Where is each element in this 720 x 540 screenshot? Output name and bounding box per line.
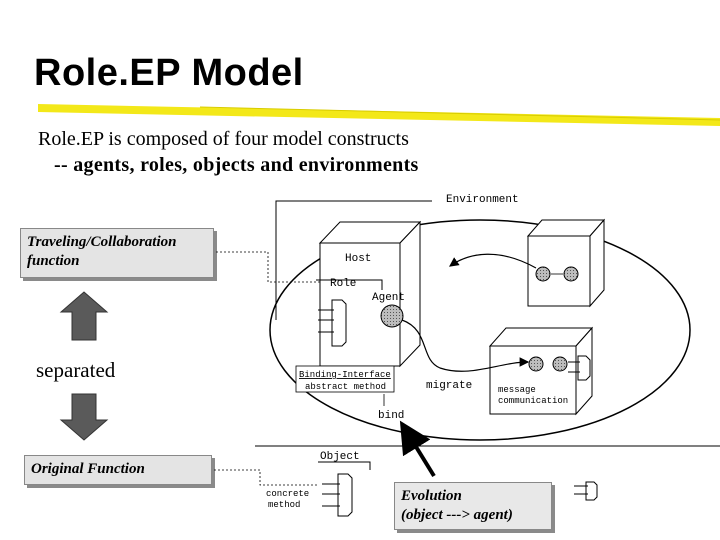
collaboration-arrow <box>449 253 537 269</box>
abstract-method-label: abstract method <box>305 382 386 392</box>
traveling-function-box: Traveling/Collaboration function <box>20 228 214 278</box>
host-label: Host <box>345 253 371 265</box>
bind-label: bind <box>378 410 404 422</box>
object-component-icon <box>322 473 353 517</box>
evolution-box-line-1: Evolution <box>401 488 462 504</box>
agent-sphere-remote-1 <box>535 266 551 282</box>
environment-label: Environment <box>446 194 519 206</box>
method-label: method <box>268 500 300 510</box>
object-bracket <box>318 461 371 470</box>
agent-sphere-main <box>380 304 404 328</box>
original-function-box: Original Function <box>24 455 212 485</box>
concrete-label: concrete <box>266 489 309 499</box>
environment-pointer-line <box>275 200 432 320</box>
original-connector <box>214 469 318 486</box>
subtitle: Role.EP is composed of four model constr… <box>38 126 419 178</box>
traveling-box-line-1: Traveling/Collaboration <box>27 234 177 250</box>
evolution-box-line-2: (object ---> agent) <box>401 507 513 523</box>
small-component-icon <box>574 481 598 501</box>
role-bracket <box>316 279 383 290</box>
migrated-role-icon <box>568 355 591 381</box>
binding-interface-label: Binding-Interface <box>299 370 391 380</box>
role-label: Role <box>330 278 356 290</box>
binding-interface-box <box>295 365 395 393</box>
remote-host-cube-top <box>526 218 606 308</box>
agent-sphere-remote-2 <box>563 266 579 282</box>
role-component-icon <box>318 299 347 347</box>
agent-label: Agent <box>372 292 405 304</box>
title-highlight-stroke <box>38 104 720 126</box>
evolution-box: Evolution (object ---> agent) <box>394 482 552 530</box>
agent-sphere-migrated-2 <box>552 356 568 372</box>
migrate-label: migrate <box>426 380 472 392</box>
original-box-label: Original Function <box>31 461 145 477</box>
message-label-2: communication <box>498 396 568 406</box>
page-title: Role.EP Model <box>34 52 304 94</box>
message-label-1: message <box>498 385 536 395</box>
traveling-connector <box>216 251 320 283</box>
evolution-arrow <box>399 420 436 478</box>
environment-ellipse <box>269 219 691 441</box>
subtitle-line-2: -- agents, roles, objects and environmen… <box>54 154 419 176</box>
agent-sphere-migrated-1 <box>528 356 544 372</box>
down-arrow-icon <box>59 393 109 441</box>
object-label: Object <box>320 451 360 463</box>
migrate-arrow <box>401 319 530 372</box>
traveling-box-line-2: function <box>27 253 80 269</box>
up-arrow-icon <box>59 291 109 341</box>
separated-label: separated <box>36 358 116 382</box>
subtitle-line-1: Role.EP is composed of four model constr… <box>38 128 409 150</box>
